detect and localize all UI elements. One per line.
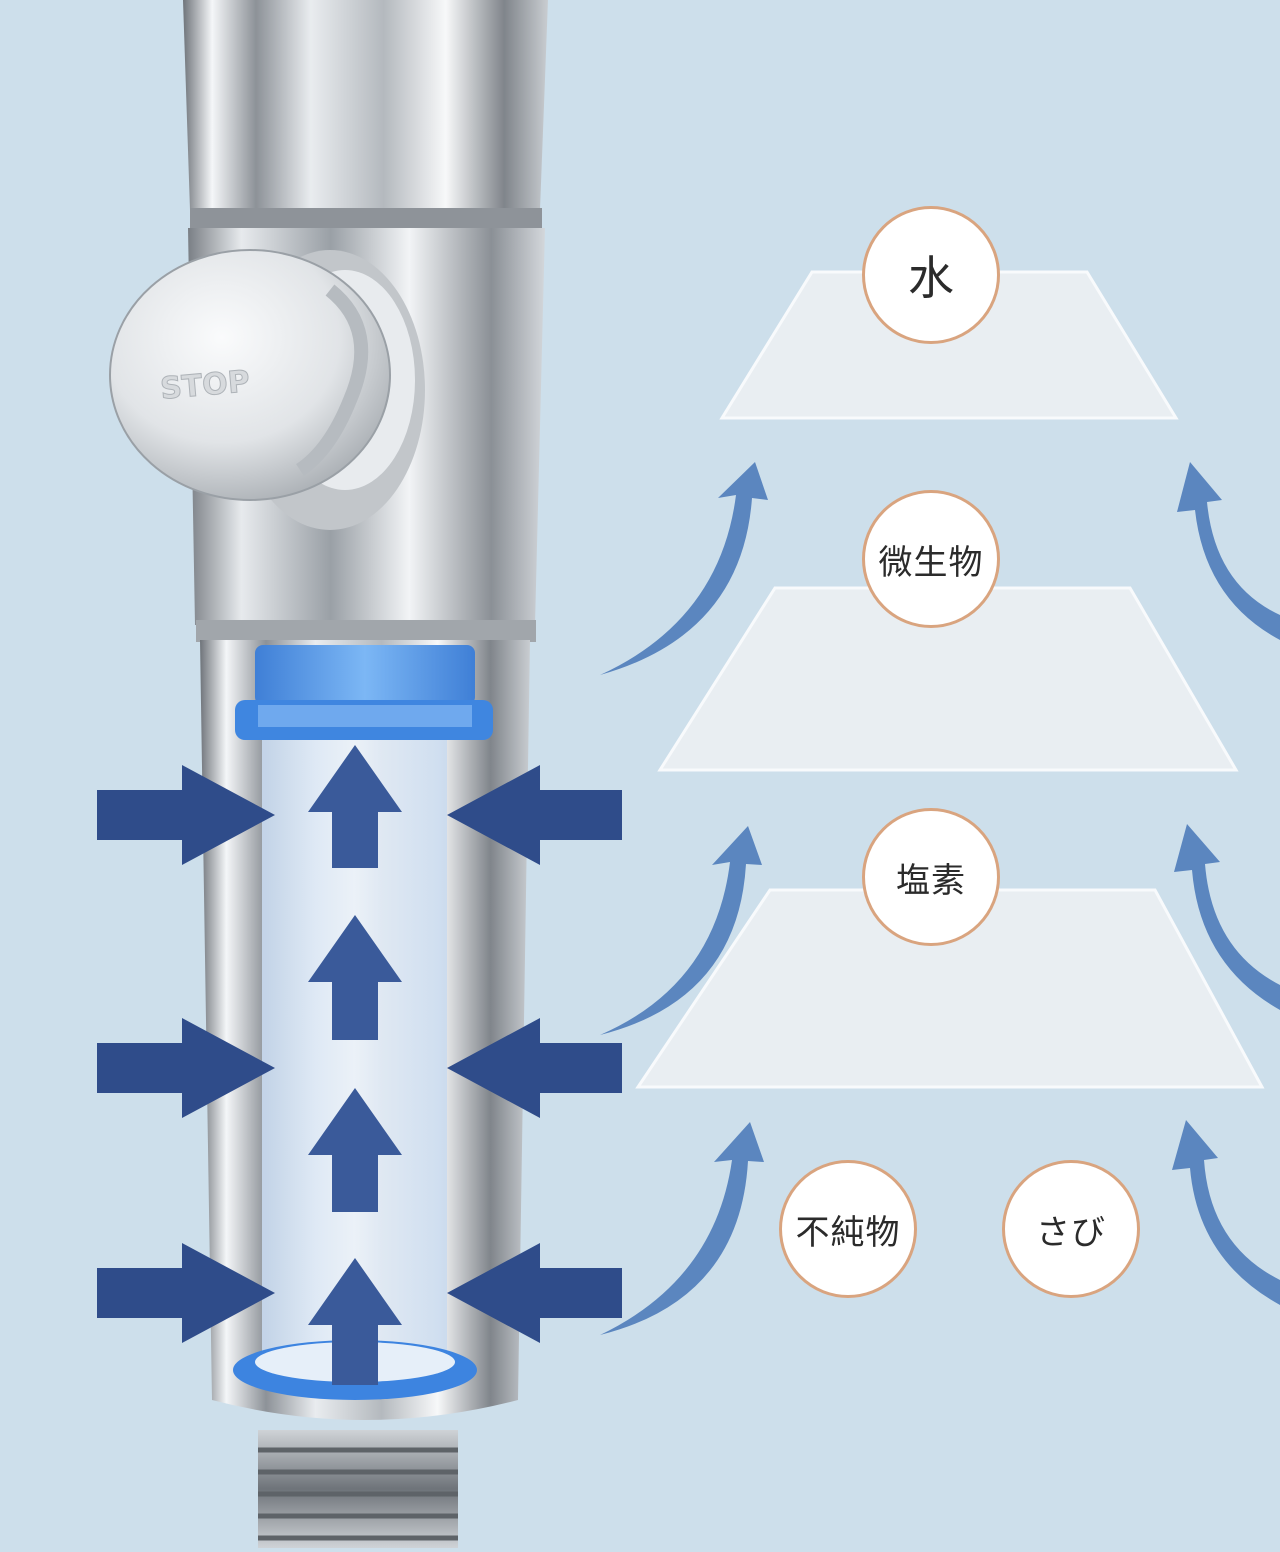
upflow-arrows <box>308 745 402 1385</box>
label-chlorine: 塩素 <box>862 808 1000 946</box>
handle-top-tube <box>183 0 548 210</box>
arrow-up-icon <box>308 1258 402 1385</box>
filter-layers <box>635 270 1265 1089</box>
arrow-up-icon <box>308 745 402 868</box>
curved-arrow-icon <box>600 1122 764 1335</box>
curved-flow-arrows <box>600 462 1280 1335</box>
thread-connector <box>258 1430 458 1548</box>
arrow-right-icon <box>97 1018 275 1118</box>
arrow-right-icon <box>97 765 275 865</box>
knob-label: STOP <box>159 364 251 407</box>
label-water: 水 <box>862 206 1000 344</box>
curved-arrow-icon <box>600 826 762 1035</box>
label-impurities: 不純物 <box>779 1160 917 1298</box>
inflow-arrows-left <box>97 765 275 1343</box>
label-microbes: 微生物 <box>862 490 1000 628</box>
handle-collar <box>190 208 542 230</box>
cartridge-top-cap <box>235 645 493 740</box>
curved-arrow-icon <box>1177 462 1280 640</box>
label-rust: さび <box>1002 1160 1140 1298</box>
arrow-left-icon <box>447 1018 622 1118</box>
curved-arrow-icon <box>1172 1120 1280 1305</box>
stop-knob[interactable]: STOP <box>109 249 391 501</box>
arrow-up-icon <box>308 915 402 1040</box>
curved-arrow-icon <box>1174 824 1280 1010</box>
filter-layer-bottom <box>635 888 1265 1089</box>
arrow-right-icon <box>97 1243 275 1343</box>
filter-housing-collar <box>196 620 536 642</box>
curved-arrow-icon <box>600 462 768 675</box>
arrow-left-icon <box>447 1243 622 1343</box>
arrow-up-icon <box>308 1088 402 1212</box>
filter-layer-middle <box>657 586 1239 772</box>
arrow-left-icon <box>447 765 622 865</box>
inflow-arrows-right <box>447 765 622 1343</box>
